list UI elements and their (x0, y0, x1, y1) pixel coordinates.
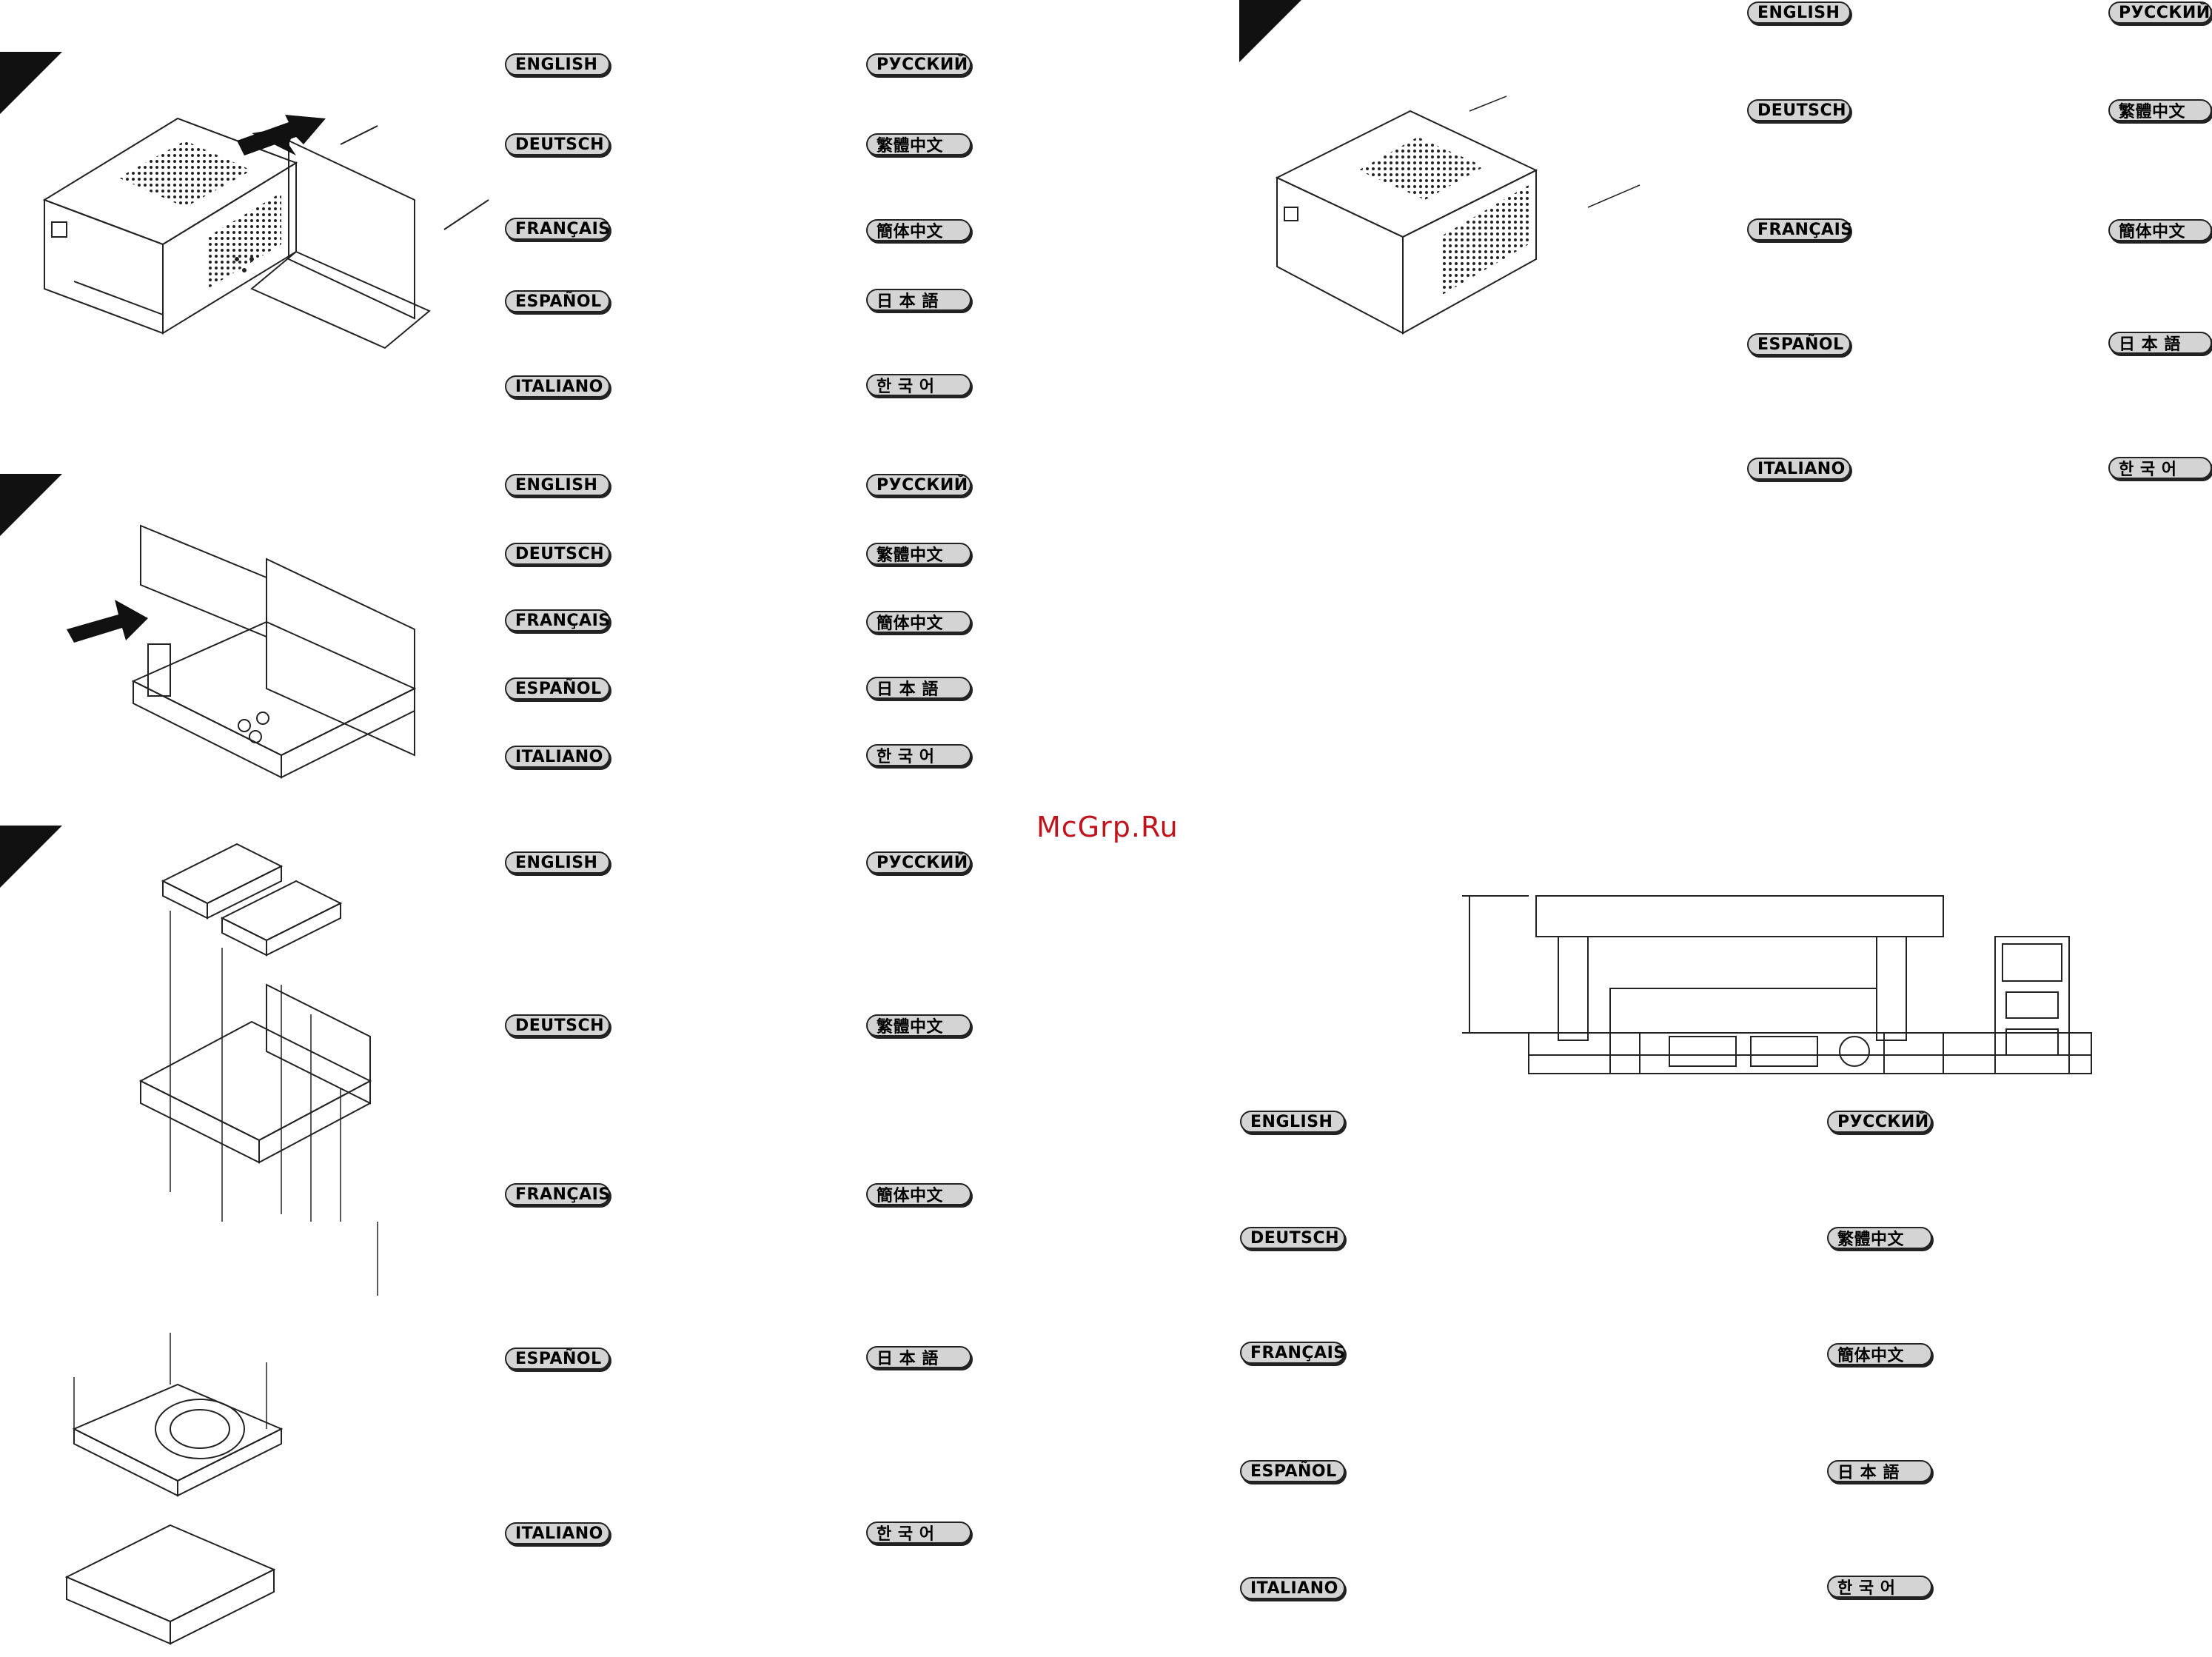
lang-label-japanese-s4: 日 本 語 (2108, 332, 2212, 354)
lang-label-deutsch-s1: DEUTSCH (505, 133, 610, 155)
lang-label-korean-s1: 한 국 어 (866, 374, 971, 396)
lang-label-korean-s2: 한 국 어 (866, 744, 971, 766)
illustration-remove-cover (42, 115, 489, 349)
lang-label-english-s4: ENGLISH (1747, 1, 1851, 24)
step-marker-4 (1239, 0, 1301, 62)
lang-label-english-s2: ENGLISH (505, 474, 610, 496)
lang-label-simp-chinese-s2: 簡体中文 (866, 611, 971, 633)
lang-label-espanol-s4: ESPAÑOL (1747, 333, 1851, 355)
illustration-cooler-clearance (1462, 895, 2092, 1074)
lang-label-english-s3: ENGLISH (505, 851, 610, 874)
lang-label-italiano-s3: ITALIANO (505, 1522, 610, 1544)
lang-label-japanese-s3: 日 本 語 (866, 1346, 971, 1368)
lang-label-simp-chinese-s4: 簡体中文 (2108, 219, 2212, 241)
lang-label-espanol-s1: ESPAÑOL (505, 290, 610, 312)
lang-label-simp-chinese-s1: 簡体中文 (866, 219, 971, 241)
lang-label-francais-s1: FRANÇAIS (505, 218, 610, 240)
step-marker-2 (0, 474, 62, 536)
lang-label-trad-chinese-s2: 繁體中文 (866, 543, 971, 565)
lang-label-simp-chinese-s3: 簡体中文 (866, 1183, 971, 1205)
lang-label-deutsch-s5: DEUTSCH (1240, 1227, 1345, 1249)
lang-label-russian-s3: РУССКИЙ (866, 851, 971, 874)
lang-label-korean-s5: 한 국 어 (1827, 1576, 1932, 1598)
lang-label-korean-s3: 한 국 어 (866, 1522, 971, 1544)
lang-label-italiano-s4: ITALIANO (1747, 458, 1851, 480)
watermark: McGrp.Ru (1036, 811, 1179, 843)
lang-label-trad-chinese-s1: 繁體中文 (866, 133, 971, 155)
lang-label-italiano-s5: ITALIANO (1240, 1577, 1345, 1599)
lang-label-korean-s4: 한 국 어 (2108, 457, 2212, 479)
lang-label-simp-chinese-s5: 簡体中文 (1827, 1343, 1932, 1365)
lang-label-espanol-s3: ESPAÑOL (505, 1348, 610, 1370)
lang-label-english-s5: ENGLISH (1240, 1111, 1345, 1133)
lang-label-russian-s4: РУССКИЙ (2108, 1, 2212, 24)
lang-label-deutsch-s4: DEUTSCH (1747, 99, 1851, 121)
lang-label-japanese-s1: 日 本 語 (866, 289, 971, 311)
lang-label-francais-s5: FRANÇAIS (1240, 1342, 1345, 1364)
lang-label-russian-s1: РУССКИЙ (866, 53, 971, 76)
lang-label-english-s1: ENGLISH (505, 53, 610, 76)
step-marker-1 (0, 52, 62, 114)
lang-label-italiano-s1: ITALIANO (505, 375, 610, 398)
lang-label-espanol-s5: ESPAÑOL (1240, 1460, 1345, 1482)
lang-label-japanese-s2: 日 本 語 (866, 677, 971, 699)
lang-label-italiano-s2: ITALIANO (505, 746, 610, 768)
lang-label-deutsch-s3: DEUTSCH (505, 1014, 610, 1037)
lang-label-japanese-s5: 日 本 語 (1827, 1460, 1932, 1482)
lang-label-francais-s4: FRANÇAIS (1747, 218, 1852, 241)
lang-label-espanol-s2: ESPAÑOL (505, 677, 610, 700)
lang-label-deutsch-s2: DEUTSCH (505, 543, 610, 565)
lang-label-trad-chinese-s3: 繁體中文 (866, 1014, 971, 1037)
illustration-closed-case (1275, 96, 1640, 335)
lang-label-russian-s5: РУССКИЙ (1827, 1111, 1932, 1133)
lang-label-francais-s3: FRANÇAIS (505, 1183, 610, 1205)
lang-label-russian-s2: РУССКИЙ (866, 474, 971, 496)
step-marker-3 (0, 826, 62, 888)
illustration-motherboard-install (64, 1333, 284, 1645)
illustration-io-shield (67, 524, 417, 779)
lang-label-francais-s2: FRANÇAIS (505, 609, 610, 632)
lang-label-trad-chinese-s4: 繁體中文 (2108, 99, 2212, 121)
lang-label-trad-chinese-s5: 繁體中文 (1827, 1227, 1932, 1249)
illustration-drive-mount (138, 843, 378, 1296)
